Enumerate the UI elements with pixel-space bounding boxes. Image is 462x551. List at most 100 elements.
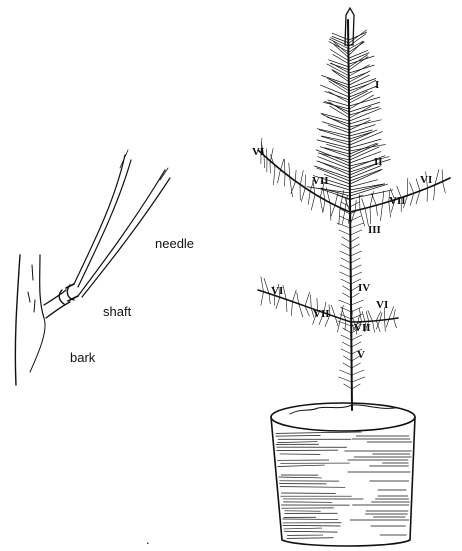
needle-stroke <box>279 477 322 478</box>
needle-stroke <box>349 30 367 43</box>
needle-stroke <box>329 81 349 94</box>
needle-stroke <box>290 180 293 197</box>
needle-stroke <box>443 181 446 193</box>
label-III: III <box>368 224 381 236</box>
stray-dot: . <box>146 532 150 547</box>
needle-stroke <box>339 370 351 375</box>
needle-stroke <box>352 377 365 382</box>
soil-surface <box>290 405 395 414</box>
needle-stroke <box>278 465 325 466</box>
needle-stroke <box>351 272 362 277</box>
needle-stroke <box>343 286 351 291</box>
needle-stroke <box>343 328 352 333</box>
needle-stroke <box>434 185 435 201</box>
needle-stroke <box>329 79 349 91</box>
label-VI-lower-left: VI <box>271 285 283 297</box>
needle-stroke <box>323 200 325 211</box>
shaft-label: shaft <box>103 304 132 319</box>
bark-lower <box>30 318 45 372</box>
needle-stroke <box>351 251 362 256</box>
needle-stroke <box>352 370 364 375</box>
needle-stroke <box>284 528 322 529</box>
needle-stroke <box>305 175 306 189</box>
needle-stroke <box>350 120 371 130</box>
needle-stroke <box>286 299 287 312</box>
needle-stroke <box>350 143 377 154</box>
needle-stroke <box>323 102 349 109</box>
needle-label: needle <box>155 236 194 251</box>
upper-left-branch <box>258 150 350 212</box>
needle-stroke <box>376 205 377 215</box>
needle-stroke <box>308 192 310 204</box>
needle-stroke <box>350 244 359 249</box>
needle-stroke <box>349 91 372 103</box>
needle-stroke <box>342 244 351 249</box>
needle-stroke <box>264 157 265 168</box>
needle-stroke <box>351 265 361 270</box>
needle-stroke <box>305 292 310 306</box>
needle-stroke <box>389 306 394 319</box>
needle-stroke <box>261 292 264 305</box>
needle-stroke <box>355 200 356 210</box>
pot-hatching <box>276 432 412 538</box>
needle-stroke <box>283 525 340 526</box>
label-II: II <box>374 156 383 168</box>
needle-stroke <box>339 377 352 382</box>
bark-edge-left <box>15 255 20 385</box>
bark-edge-right <box>40 255 44 318</box>
needle-stroke <box>341 335 351 340</box>
needle-stroke <box>341 349 351 354</box>
label-VI-lower-right: VI <box>376 299 388 311</box>
needle-stroke <box>351 307 362 312</box>
needle-stroke <box>385 320 386 332</box>
needle-1 <box>74 155 125 284</box>
needle-stroke <box>280 159 284 171</box>
needle-stroke <box>322 114 350 127</box>
needle-stroke <box>331 205 335 216</box>
label-VII-upper-left: VII <box>312 175 329 187</box>
needle-detail-drawing: needle shaft bark . <box>15 150 194 547</box>
needle-stroke <box>276 297 280 309</box>
needle-stroke <box>330 203 331 220</box>
needle-stroke <box>300 170 303 186</box>
needle-stroke <box>321 136 349 142</box>
needle-stroke <box>311 295 312 308</box>
needle-stroke <box>371 193 376 205</box>
needle-stroke <box>349 56 374 64</box>
needle-stroke <box>329 39 349 49</box>
needle-stroke <box>341 258 351 263</box>
needle-stroke <box>380 313 382 320</box>
needle-stroke <box>340 251 351 256</box>
needle-stroke <box>319 153 350 166</box>
needle-stroke <box>352 363 361 368</box>
needle-stroke <box>349 97 380 106</box>
needle-stroke <box>350 237 359 242</box>
needle-stroke <box>276 436 320 437</box>
needle-stroke <box>366 311 368 321</box>
needle-stroke <box>350 230 361 235</box>
needle-stroke <box>317 129 349 136</box>
needle-stroke <box>351 300 363 305</box>
needle-stroke <box>297 293 299 304</box>
needle-stroke <box>343 363 352 368</box>
needle-stroke <box>332 33 349 40</box>
needle-stroke <box>325 148 350 154</box>
needle-stroke <box>316 150 350 163</box>
needle-stroke <box>345 320 346 330</box>
potted-pine-drawing: I II III IV V VI VI VI VI VII VII VII VI… <box>252 8 450 546</box>
needle-stroke <box>343 293 351 298</box>
needle-stroke <box>373 321 375 332</box>
needle-stroke <box>339 300 351 305</box>
needle-stroke <box>394 310 396 319</box>
needle-stroke <box>273 167 275 184</box>
needle-stroke <box>339 230 350 235</box>
needle-stroke <box>350 195 363 200</box>
needle-stroke <box>351 258 361 263</box>
needle-stroke <box>340 190 344 207</box>
needle-stroke <box>370 207 371 224</box>
needle-stroke <box>342 210 345 225</box>
needle-stroke <box>362 199 365 209</box>
label-VII-upper-right: VII <box>389 195 406 207</box>
needle-tips <box>120 150 168 180</box>
